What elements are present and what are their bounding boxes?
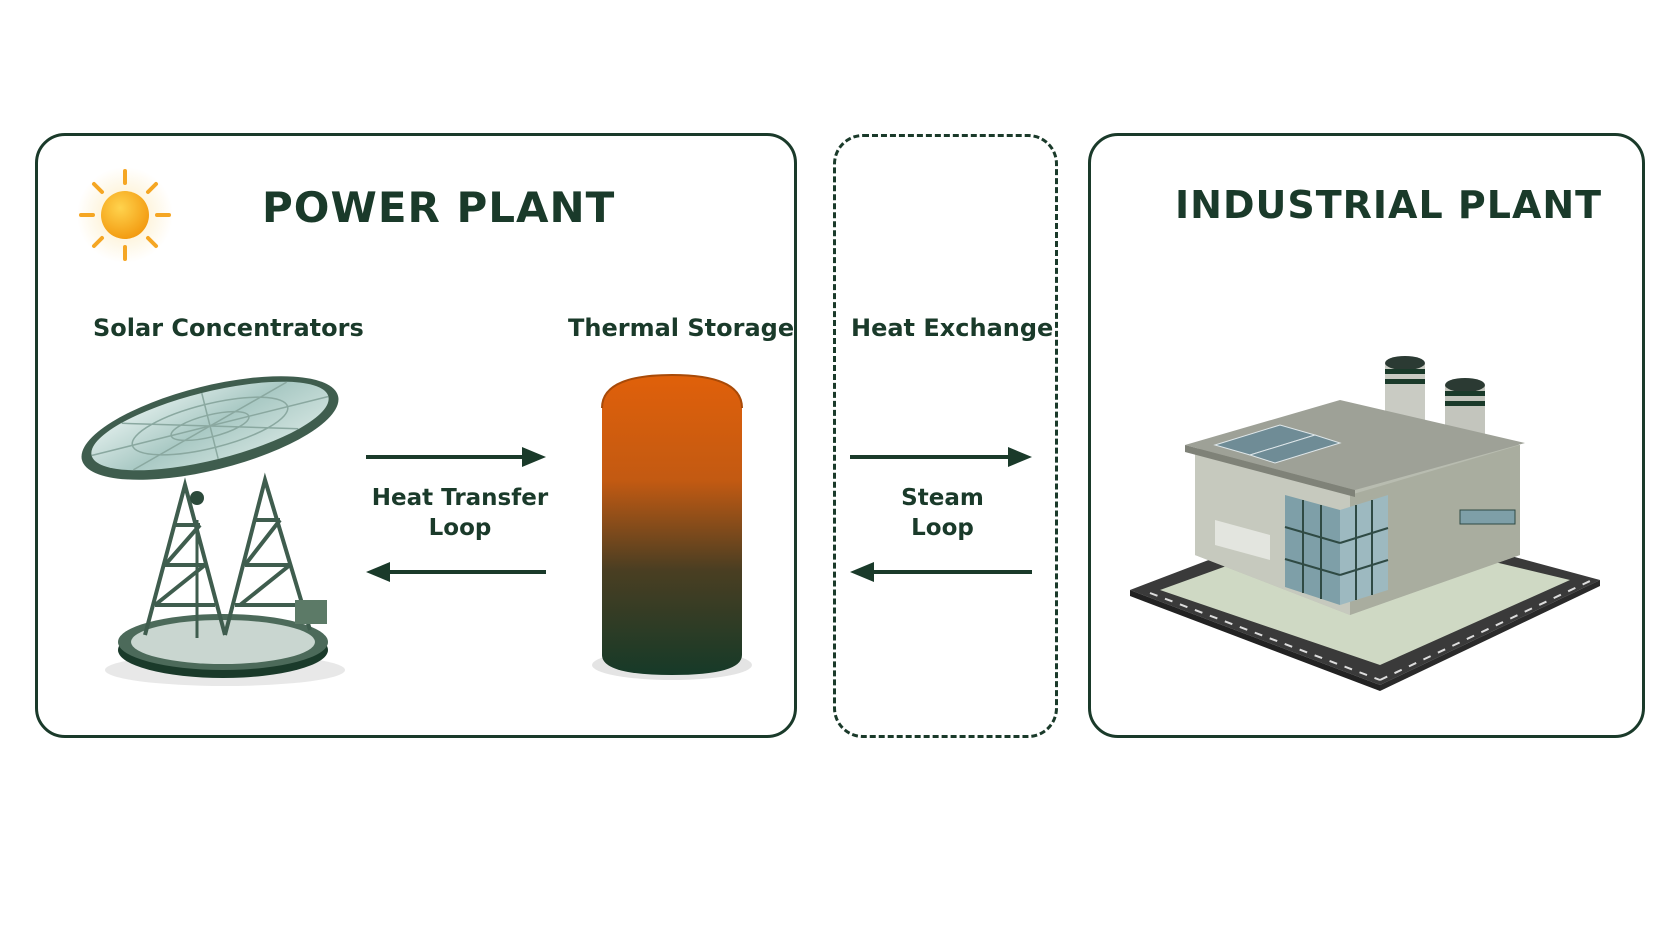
storage-tank-icon — [592, 373, 752, 680]
heat-transfer-return-arrow — [366, 562, 546, 582]
heat-transfer-loop-line2: Loop — [428, 515, 492, 541]
heat-transfer-loop-line1: Heat Transfer — [371, 485, 549, 511]
steam-loop-line1: Steam — [901, 485, 984, 511]
factory-icon — [1130, 356, 1600, 691]
solar-dish-icon — [81, 376, 345, 686]
steam-loop-line2: Loop — [911, 515, 974, 541]
steam-loop-return-arrow — [850, 562, 1032, 582]
power-plant-title: POWER PLANT — [262, 183, 616, 232]
sun-icon — [77, 167, 173, 263]
heat-transfer-forward-arrow — [366, 447, 546, 467]
heat-exchange-label: Heat Exchange — [851, 314, 1054, 342]
heat-exchange-panel — [833, 134, 1058, 738]
solar-concentrators-label: Solar Concentrators — [93, 314, 364, 342]
power-plant-panel — [35, 133, 797, 738]
industrial-plant-title: INDUSTRIAL PLANT — [1175, 183, 1603, 227]
heat-transfer-loop-label: Heat Transfer Loop — [370, 483, 550, 543]
thermal-storage-label: Thermal Storage — [568, 314, 795, 342]
steam-loop-label: Steam Loop — [855, 483, 1030, 543]
industrial-plant-panel — [1088, 133, 1645, 738]
steam-loop-forward-arrow — [850, 447, 1032, 467]
